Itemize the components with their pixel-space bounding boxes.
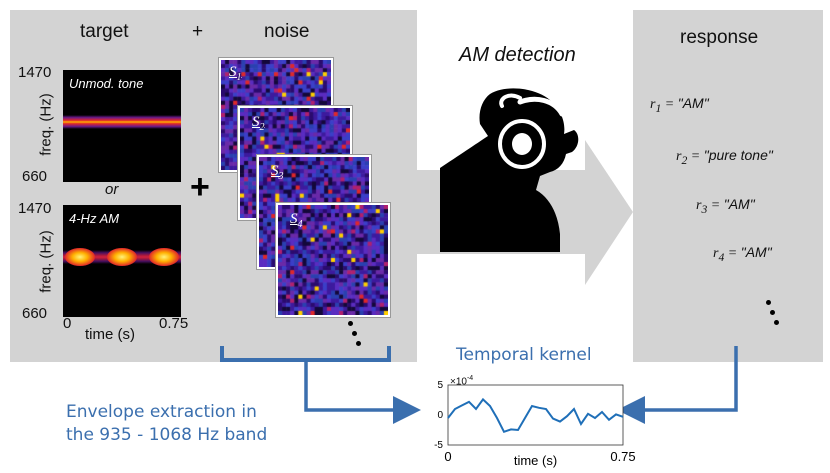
kernel-ytick-label: 5 (437, 380, 443, 391)
kernel-xtick-label: 0 (444, 449, 451, 464)
noise-label-2: S2 (252, 114, 265, 133)
x-tick-start: 0 (63, 315, 72, 332)
or-label: or (105, 181, 119, 198)
response-panel (633, 10, 823, 362)
response-ellipsis-dot-1 (766, 300, 771, 305)
kernel-exponent: ×10-4 (450, 375, 474, 388)
x-tick-end: 0.75 (159, 315, 189, 332)
kernel-xtick-label: 0.75 (610, 449, 635, 464)
response-header: response (680, 27, 759, 48)
x-axis-label: time (s) (85, 326, 135, 343)
noise-label-3: S3 (271, 163, 284, 182)
kernel-ytick-label: -5 (434, 440, 443, 451)
kernel-title: Temporal kernel (456, 345, 592, 365)
listener-headphones-icon (440, 88, 579, 253)
spec2-label: 4-Hz AM (69, 211, 120, 226)
noise-image-4: S4 (276, 203, 390, 317)
noise-ellipsis-dot-3 (356, 341, 361, 346)
response-2: r2 = "pure tone" (676, 147, 773, 167)
noise-header: noise (264, 21, 310, 42)
envelope-text-line-2: the 935 - 1068 Hz band (66, 425, 268, 445)
unmodulated-spectrogram: Unmod. tone (63, 70, 181, 182)
freq-top-2: 1470 (18, 200, 52, 217)
envelope-text-line-1: Envelope extraction in (66, 402, 257, 422)
am-detection-title: AM detection (459, 44, 576, 66)
kernel-ytick-label: 0 (437, 410, 443, 421)
freq-bot-1: 660 (22, 168, 48, 185)
response-ellipsis-dot-2 (770, 310, 775, 315)
response-1: r1 = "AM" (650, 95, 709, 115)
am-spectrogram: 4-Hz AM (63, 205, 181, 317)
freq-bot-2: 660 (22, 305, 48, 322)
spec1-label: Unmod. tone (69, 76, 144, 91)
response-ellipsis-dot-3 (774, 320, 779, 325)
response-3: r3 = "AM" (696, 196, 755, 216)
response-4: r4 = "AM" (713, 244, 772, 264)
big-plus-sign: + (190, 168, 210, 206)
plus-header: + (192, 21, 204, 42)
noise-label-1: S1 (229, 64, 242, 83)
noise-ellipsis-dot-1 (348, 321, 353, 326)
noise-ellipsis-dot-2 (352, 331, 357, 336)
kernel-xaxis-label: time (s) (514, 453, 557, 468)
noise-label-4: S4 (290, 211, 303, 230)
freq-top-1: 1470 (18, 64, 52, 81)
kernel-series-line (447, 397, 624, 434)
target-header: target (80, 21, 129, 42)
